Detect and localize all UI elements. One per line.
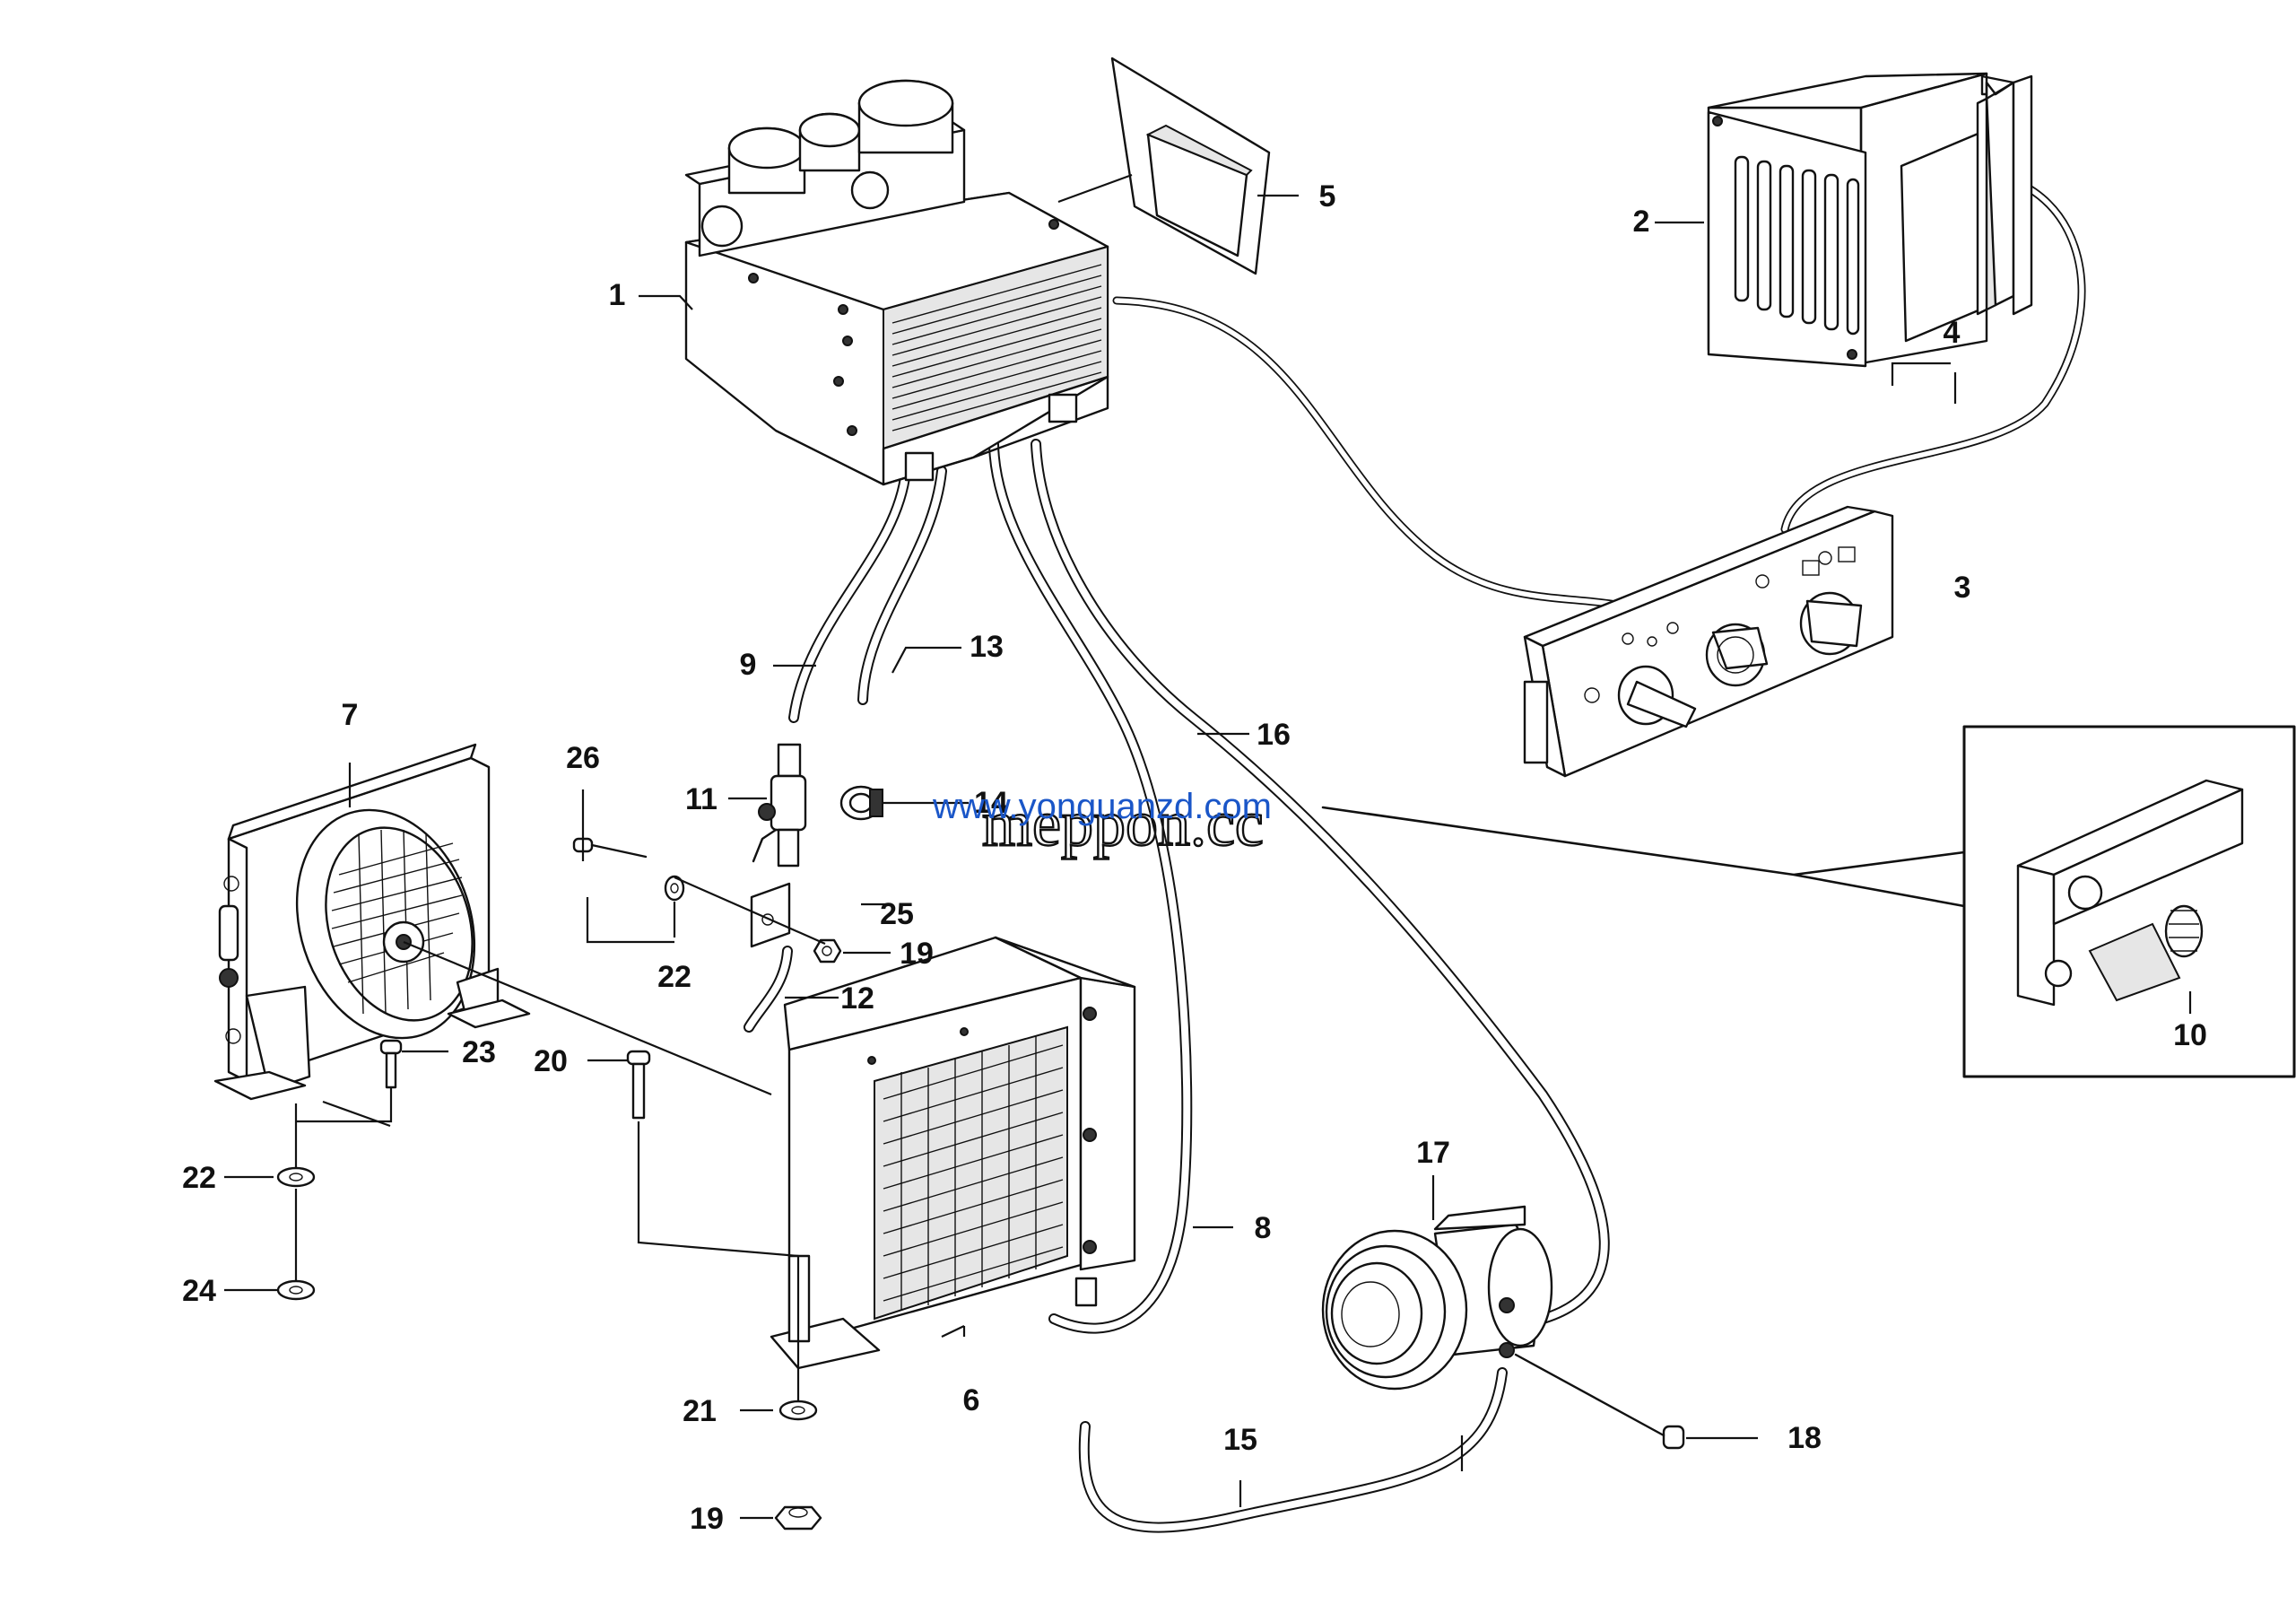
callout-4: 4	[1944, 316, 1961, 350]
bolt-20	[626, 1050, 651, 1120]
callout-24: 24	[182, 1274, 216, 1308]
callout-26: 26	[566, 741, 600, 775]
washer-22-upper	[664, 875, 685, 902]
receiver-box	[770, 936, 1136, 1370]
evaporator-unit	[684, 79, 1109, 486]
callout-11: 11	[685, 782, 718, 816]
condenser-fan-assembly	[213, 743, 531, 1101]
callout-19-upper: 19	[900, 937, 934, 971]
callout-15: 15	[1223, 1423, 1257, 1457]
receiver-mesh	[874, 1025, 1068, 1321]
detail-inset	[1321, 725, 2296, 1078]
callout-13: 13	[970, 630, 1004, 664]
fan-stand	[213, 967, 531, 1101]
washer-21	[778, 1400, 818, 1421]
callout-20: 20	[534, 1044, 568, 1078]
drain-hose-12	[744, 946, 793, 1033]
callout-21: 21	[683, 1394, 717, 1428]
callout-5: 5	[1319, 179, 1336, 214]
vent-bracket	[1110, 57, 1271, 275]
callout-3: 3	[1954, 571, 1971, 605]
callout-labels: 1 2 3 4 5 6 7 8 9 10 11 12 13 14 15 16 1…	[182, 179, 2207, 1536]
louvre-slats	[1734, 155, 1860, 336]
hose-9	[788, 466, 911, 723]
callout-8: 8	[1255, 1211, 1272, 1245]
fan-guard	[295, 808, 476, 1040]
cable-4	[1780, 166, 2086, 534]
callout-10: 10	[2173, 1018, 2207, 1052]
bolt-26	[572, 837, 648, 859]
nut-19-upper	[813, 938, 842, 964]
watermark: meppon.cc www.yonguanzd.com	[932, 787, 1272, 860]
fan-clamp-left	[218, 876, 241, 1044]
leader-lines	[224, 173, 2192, 1520]
hose-16	[1031, 439, 1610, 1329]
callout-23: 23	[462, 1035, 496, 1069]
mounting-screws	[748, 219, 1059, 436]
callout-18: 18	[1787, 1421, 1822, 1455]
nut-19-lower	[774, 1505, 822, 1530]
retaining-clip-10	[2164, 904, 2204, 958]
callout-25: 25	[880, 897, 914, 931]
callout-7: 7	[342, 698, 359, 732]
callout-14: 14	[974, 786, 1008, 820]
hose-15	[1078, 1367, 1508, 1533]
washer-22-lower	[276, 1166, 316, 1188]
callout-22-lower: 22	[182, 1161, 216, 1195]
callout-22-upper: 22	[657, 960, 691, 994]
bolt-23	[379, 1039, 403, 1089]
air-outlet-ducts	[700, 79, 954, 248]
harness-to-control-panel	[1112, 296, 1646, 615]
inset-bracket	[2016, 779, 2244, 1007]
callout-12: 12	[840, 981, 874, 1016]
receiver-fitting	[1074, 1277, 1098, 1307]
callout-17: 17	[1416, 1136, 1450, 1170]
bracket-25	[750, 882, 791, 948]
control-knob-temp	[1705, 623, 1769, 687]
compressor-clutch-pulley	[1321, 1229, 1468, 1391]
hose-8	[988, 439, 1193, 1334]
callout-1: 1	[609, 278, 626, 312]
service-valve-11	[752, 743, 807, 868]
bolt-18	[1514, 1353, 1685, 1450]
hose-clamp-14	[839, 785, 883, 821]
washer-24	[276, 1279, 316, 1301]
control-knob-mode	[1799, 591, 1863, 656]
control-panel	[1523, 505, 1894, 778]
compressor	[1321, 1205, 1553, 1391]
callout-16: 16	[1257, 718, 1291, 752]
louvre-vent	[1707, 72, 2033, 368]
callout-2: 2	[1633, 205, 1650, 239]
condenser-core-fins	[891, 264, 1102, 432]
callout-19-lower: 19	[690, 1502, 724, 1536]
control-knob-fan	[1617, 665, 1697, 728]
callout-9: 9	[740, 648, 757, 682]
watermark-url: www.yonguanzd.com	[932, 787, 1272, 826]
callout-6: 6	[963, 1383, 980, 1417]
hose-13	[857, 466, 947, 705]
watermark-logo: meppon.cc	[982, 788, 1264, 859]
